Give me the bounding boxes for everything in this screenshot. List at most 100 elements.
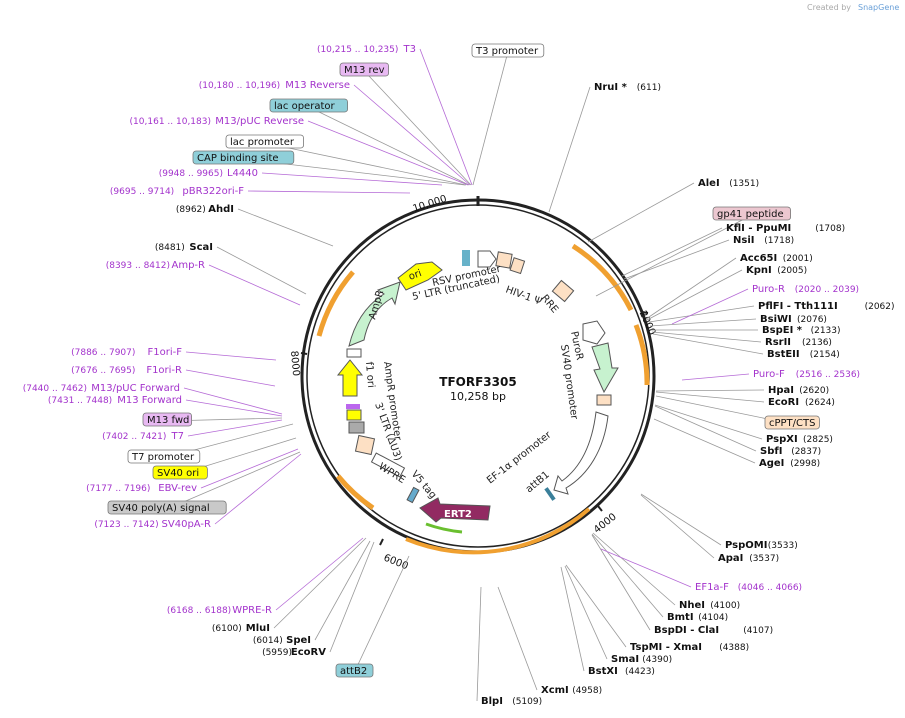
outer-label-pbr322: pBR322ori-F(9695 .. 9714): [110, 186, 244, 197]
leader-scai: [216, 246, 307, 295]
label-text-t7prom: T7 promoter: [131, 452, 195, 463]
outer-label-acc65i: Acc65I(2001): [740, 253, 813, 264]
label-range-m13reverse: (10,180 .. 10,196): [199, 81, 280, 91]
plasmid-length: 10,258 bp: [450, 390, 506, 403]
label-range-m13puc-fwd: (7440 .. 7462): [23, 384, 87, 394]
leader-ecori: [655, 391, 765, 403]
outer-label-t3-primer: T3(10,215 .. 10,235): [317, 44, 416, 55]
label-text-t3-primer: T3: [403, 44, 416, 55]
leader-t7: [187, 419, 283, 437]
outer-label-pspxi: PspXI(2825): [766, 434, 833, 445]
feature-f1-arrow: [336, 359, 364, 397]
label-text-sbfi: SbfI: [760, 446, 782, 457]
leader-ecorv: [329, 541, 375, 653]
label-range-l4440: (9948 .. 9965): [159, 169, 223, 179]
feature-ampp-box: [346, 348, 362, 358]
feature-ampr-arrow: [348, 281, 401, 347]
label-text-sv40par: SV40pA-R: [162, 519, 211, 530]
leader-ebvrev: [200, 448, 299, 489]
tick-2000: [641, 311, 649, 314]
feature-sv40pa-box: [348, 421, 365, 434]
outer-label-t7prom: T7 promoter: [127, 449, 201, 464]
outer-label-scai: ScaI(8481): [155, 242, 213, 253]
label-text-m13rev: M13 rev: [344, 65, 385, 76]
label-num-pflfi: (2062): [865, 302, 895, 312]
outer-label-sv40ori: SV40 ori: [152, 465, 208, 480]
label-num-bsiwi: (2076): [797, 315, 827, 325]
label-num-nhei: (4100): [710, 601, 740, 611]
feature-rsv-arrow: [477, 250, 497, 268]
label-ert2: ERT2: [444, 509, 472, 520]
label-box-cppt: [764, 415, 820, 430]
feature-ori-arrow: [397, 261, 443, 291]
outer-label-bmti: BmtI(4104): [667, 612, 728, 623]
label-text-f1ori-f: F1ori-F: [148, 347, 183, 358]
leader-sbfi: [654, 405, 757, 452]
outer-label-sbfi: SbfI(2837): [760, 446, 821, 457]
leader-pbr322: [247, 190, 411, 194]
outer-label-rsrii: RsrII(2136): [765, 337, 832, 348]
label-num-spei: (6014): [253, 636, 283, 646]
tick-8000: [300, 352, 308, 355]
outer-label-nhei: NheI(4100): [679, 600, 740, 611]
leader-rsrii: [651, 331, 762, 343]
label-num-mlui: (6100): [212, 624, 242, 634]
label-text-acc65i: Acc65I: [740, 253, 777, 264]
outer-label-sv40par: SV40pA-R(7123 .. 7142): [94, 519, 211, 530]
label-num-ahdi: (8962): [176, 205, 206, 215]
label-text-t7: T7: [171, 431, 184, 442]
leader-bstxi: [560, 566, 585, 672]
label-box-t7prom: [127, 449, 201, 464]
label-text-agei: AgeI: [759, 458, 784, 469]
feature-m13-box: [346, 404, 360, 409]
inner-features: [336, 250, 619, 523]
outer-label-cppt: cPPT/CTS: [764, 415, 820, 430]
leader-purof: [671, 288, 749, 325]
feature-sv40p-arrow: [582, 320, 606, 345]
leader-tspmi: [565, 564, 627, 648]
leader-wprer: [275, 537, 364, 611]
label-text-ebvrev: EBV-rev: [158, 483, 197, 494]
leader-t3-promoter: [472, 51, 509, 186]
label-text-ecorv: EcoRV: [291, 647, 326, 658]
label-box-m13fwd: [142, 412, 192, 427]
leader-lines: [163, 48, 793, 702]
label-text-ahdi: AhdI: [208, 204, 234, 215]
outer-label-purof: Puro-R(2020 .. 2039): [752, 284, 859, 295]
label-text-ecori: EcoRI: [768, 397, 799, 408]
outer-label-ampr-p: Amp-R(8393 .. 8412): [106, 260, 205, 271]
outer-label-mlui: MluI(6100): [212, 623, 270, 634]
outer-label-ahdi: AhdI(8962): [176, 204, 234, 215]
label-num-apai: (3537): [749, 554, 779, 564]
feature-wpre-box: [370, 452, 406, 478]
label-text-nsii: NsiI: [733, 235, 754, 246]
outer-label-f1ori-f: F1ori-F(7886 .. 7907): [71, 347, 182, 358]
outer-label-wprer: WPRE-R(6168 .. 6188): [167, 605, 272, 616]
label-box-lacprom: [225, 134, 304, 149]
outer-label-nrui: NruI *(611): [594, 82, 661, 93]
label-num-alei: (1351): [729, 179, 759, 189]
leader-hpai: [655, 389, 765, 392]
orf-arc-4: [336, 474, 375, 511]
feature-ltr5-box: [495, 251, 513, 269]
outer-label-m13forward: M13 Forward(7431 .. 7448): [48, 395, 182, 406]
feature-hiv-box: [509, 257, 526, 275]
outer-label-bsteii: BstEII(2154): [767, 349, 840, 360]
outer-label-ebvrev: EBV-rev(7177 .. 7196): [86, 483, 197, 494]
label-num-agei: (2998): [790, 459, 820, 469]
leader-f1ori-r: [185, 369, 276, 387]
leader-m13puc-fwd: [183, 387, 283, 415]
label-text-ef1af: EF1a-F: [695, 582, 729, 593]
outer-label-m13puc-rev: M13/pUC Reverse(10,161 .. 10,183): [130, 116, 304, 127]
label-range-t7: (7402 .. 7421): [102, 432, 166, 442]
label-num-xcmi: (4958): [572, 686, 602, 696]
outer-label-m13reverse: M13 Reverse(10,180 .. 10,196): [199, 80, 350, 91]
label-text-gp41: gp41 peptide: [717, 209, 784, 220]
label-text-pbr322: pBR322ori-F: [182, 186, 244, 197]
leader-alei: [587, 182, 695, 243]
outer-label-spei: SpeI(6014): [253, 635, 311, 646]
leader-pflfi: [648, 305, 755, 323]
label-text-cap: CAP binding site: [197, 153, 279, 164]
outer-label-kpni: KpnI(2005): [746, 265, 807, 276]
